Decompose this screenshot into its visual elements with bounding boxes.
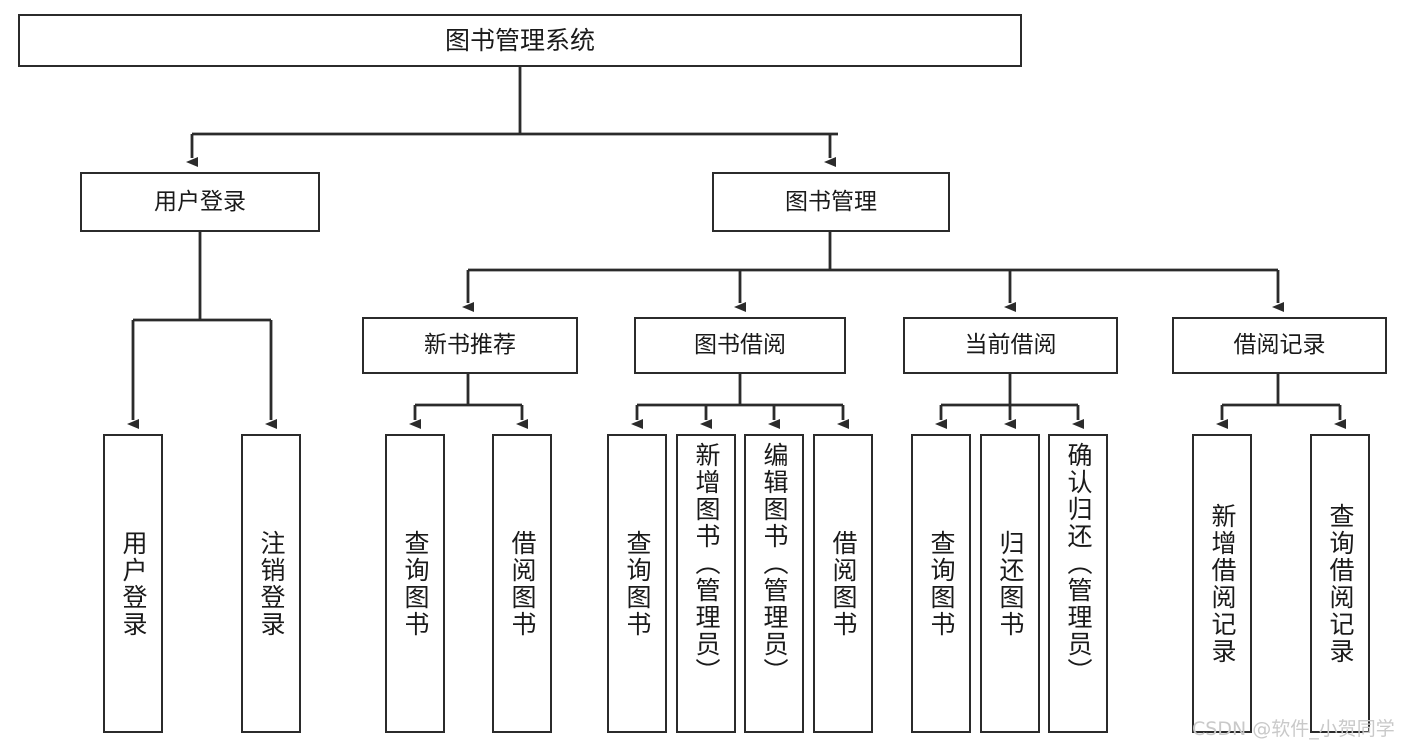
node-user-login[interactable]: 用户登录	[80, 172, 320, 232]
leaf-user-login-login[interactable]: 用户登录	[103, 434, 163, 733]
node-book-manage[interactable]: 图书管理	[712, 172, 950, 232]
leaf-label: 归还图书	[996, 529, 1025, 638]
leaf-label: 编辑图书（管理员）	[760, 442, 789, 685]
leaf-book-borrow-add[interactable]: 新增图书（管理员）	[676, 434, 736, 733]
leaf-label: 注销登录	[257, 529, 286, 638]
leaf-label: 新增图书（管理员）	[692, 442, 721, 685]
leaf-new-book-borrow[interactable]: 借阅图书	[492, 434, 552, 733]
node-root-label: 图书管理系统	[444, 26, 595, 55]
leaf-label: 借阅图书	[829, 529, 858, 638]
node-borrow-record[interactable]: 借阅记录	[1172, 317, 1387, 374]
leaf-current-borrow-query[interactable]: 查询图书	[911, 434, 971, 733]
leaf-label: 查询借阅记录	[1326, 502, 1355, 665]
leaf-book-borrow-edit[interactable]: 编辑图书（管理员）	[744, 434, 804, 733]
leaf-borrow-record-add[interactable]: 新增借阅记录	[1192, 434, 1252, 733]
node-book-manage-label: 图书管理	[785, 188, 877, 215]
leaf-label: 新增借阅记录	[1208, 502, 1237, 665]
leaf-current-borrow-return[interactable]: 归还图书	[980, 434, 1040, 733]
leaf-label: 确认归还（管理员）	[1064, 442, 1093, 685]
watermark-text: CSDN @软件_小贺同学	[1192, 718, 1395, 740]
leaf-label: 查询图书	[401, 529, 430, 638]
node-book-borrow[interactable]: 图书借阅	[634, 317, 846, 374]
node-current-borrow[interactable]: 当前借阅	[903, 317, 1118, 374]
node-book-borrow-label: 图书借阅	[694, 332, 786, 358]
leaf-book-borrow-query[interactable]: 查询图书	[607, 434, 667, 733]
leaf-book-borrow-borrow[interactable]: 借阅图书	[813, 434, 873, 733]
leaf-current-borrow-confirm[interactable]: 确认归还（管理员）	[1048, 434, 1108, 733]
leaf-label: 用户登录	[119, 529, 148, 638]
leaf-label: 借阅图书	[508, 529, 537, 638]
node-new-book-recommend-label: 新书推荐	[424, 332, 516, 358]
node-current-borrow-label: 当前借阅	[964, 332, 1057, 358]
node-borrow-record-label: 借阅记录	[1233, 332, 1326, 358]
leaf-new-book-query[interactable]: 查询图书	[385, 434, 445, 733]
node-new-book-recommend[interactable]: 新书推荐	[362, 317, 578, 374]
leaf-label: 查询图书	[623, 529, 652, 638]
node-user-login-label: 用户登录	[154, 188, 246, 215]
leaf-borrow-record-query[interactable]: 查询借阅记录	[1310, 434, 1370, 733]
node-root[interactable]: 图书管理系统	[18, 14, 1022, 67]
leaf-user-login-logout[interactable]: 注销登录	[241, 434, 301, 733]
leaf-label: 查询图书	[927, 529, 956, 638]
